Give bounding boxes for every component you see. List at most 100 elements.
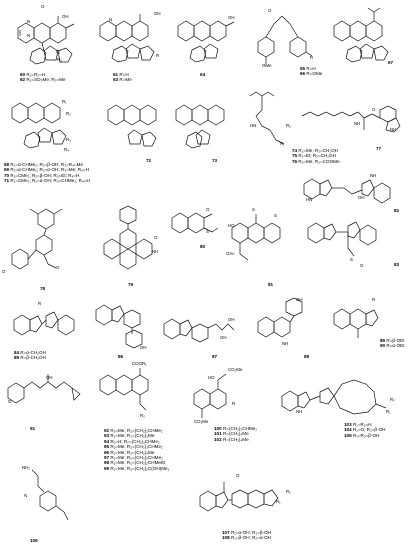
atom-R: R xyxy=(310,55,314,60)
atom-R2: R₂ xyxy=(66,111,71,116)
atom-R1: R₁ xyxy=(386,409,391,414)
structure-74-76 xyxy=(244,90,294,152)
caption-100-102: 100 R=(CH₂)₂CHMe₂ 101 R=(CH₂)₃Me 102 R=(… xyxy=(214,426,258,442)
caption-60-62: 60 R₁=R₂=H 62 R₁=SO₃Me; R₂=Me xyxy=(20,72,66,83)
atom-R3: R₃ xyxy=(66,137,71,142)
atom-NH: NH xyxy=(390,127,397,132)
caption-74-76: 74 R₁=Me; R₂=CH₂OH 75 R₁=Et; R₂=CH₂OH 76… xyxy=(292,148,340,164)
atom-COOR1: COOR₁ xyxy=(132,361,147,366)
atom-HN: HN xyxy=(306,197,313,202)
atom-O: O xyxy=(372,107,376,112)
structure-78 xyxy=(6,204,86,292)
structure-68-71 xyxy=(8,88,94,168)
atom-NH2: NH₂ xyxy=(22,465,31,470)
atom-CO2Me: CO₂Me xyxy=(194,419,209,424)
caption-77: 77 xyxy=(376,146,382,151)
caption-72: 72 xyxy=(146,158,152,163)
structure-79 xyxy=(94,204,164,288)
structure-72 xyxy=(104,90,168,164)
atom-R2: R₂ xyxy=(390,397,395,402)
atom-OH: OH xyxy=(46,375,53,380)
structure-83 xyxy=(304,216,404,272)
atom-OH: OH xyxy=(220,335,227,340)
structure-91 xyxy=(4,372,88,428)
structure-88 xyxy=(254,296,318,360)
structure-67 xyxy=(330,6,404,78)
atom-R: R xyxy=(232,401,236,406)
caption-87: 87 xyxy=(212,354,218,359)
atom-R: R xyxy=(372,297,376,302)
atom-N: N xyxy=(27,19,31,24)
atom-S: S xyxy=(350,257,353,262)
caption-107-108: 107 R₁=α-OH; R₂=β-OH 108 R₁=β-OH; R₂=α-O… xyxy=(222,530,271,541)
atom-NH: NH xyxy=(282,341,289,346)
caption-65-66: 65 R=H 66 R=OMe xyxy=(300,66,323,77)
structure-84-85 xyxy=(10,306,80,350)
atom-O: O xyxy=(206,207,210,212)
caption-81: 81 xyxy=(268,282,274,287)
structure-61-63 xyxy=(96,6,168,78)
caption-80: 80 xyxy=(200,244,206,249)
atom-S: S xyxy=(206,229,209,234)
atom-O: O xyxy=(360,263,364,268)
structure-89-90 xyxy=(330,298,404,354)
atom-OH: OH xyxy=(154,11,161,16)
atom-NH: NH xyxy=(152,249,159,254)
structure-106 xyxy=(20,466,76,542)
atom-O: O xyxy=(56,265,60,270)
atom-R1: R₁ xyxy=(56,49,61,54)
structure-92-99 xyxy=(96,366,152,428)
caption-79: 79 xyxy=(128,282,134,287)
atom-O: O xyxy=(8,399,12,404)
atom-O: O xyxy=(154,235,158,240)
caption-106: 106 xyxy=(30,538,38,543)
atom-R: R xyxy=(38,301,42,306)
atom-HO: HO xyxy=(228,223,235,228)
atom-R1: R₁ xyxy=(62,99,67,104)
structure-64 xyxy=(174,6,244,74)
caption-88: 88 xyxy=(304,354,310,359)
caption-78: 78 xyxy=(40,286,46,291)
atom-N: N xyxy=(24,493,28,498)
structure-87 xyxy=(160,300,244,360)
atom-R: R xyxy=(156,53,160,58)
atom-R2: R₂ xyxy=(140,413,145,418)
atom-R4: R₄ xyxy=(64,147,69,152)
atom-OH: OH xyxy=(140,345,147,350)
atom-R2: R₂ xyxy=(286,489,291,494)
structure-60-62 xyxy=(14,6,90,80)
caption-73: 73 xyxy=(212,158,218,163)
structure-86 xyxy=(92,296,156,356)
atom-NH: NH xyxy=(370,173,377,178)
caption-92-99: 92 R₁=Me; R₂=(CH₂)₂CHMe₂ 93 R₁=Me; R₂=(C… xyxy=(104,428,170,471)
atom-NH: NH xyxy=(354,121,361,126)
atom-OAc: OAc xyxy=(226,251,235,256)
structure-80 xyxy=(168,204,222,248)
atom-R2: R₂ xyxy=(57,57,62,62)
caption-68-71: 68 R₁=α-CHMe₂; R₂=β-OH; R₃=R₄=Me 69 R₁=α… xyxy=(4,162,90,184)
atom-R1: R₁ xyxy=(276,499,281,504)
atom-O: O xyxy=(268,8,272,13)
atom-CO2Me: CO₂Me xyxy=(228,367,243,372)
caption-86: 86 xyxy=(118,354,124,359)
atom-S: S xyxy=(274,213,277,218)
atom-OMe: OMe xyxy=(262,63,272,68)
caption-67: 67 xyxy=(388,60,394,65)
atom-HN: HN xyxy=(250,123,257,128)
atom-O: O xyxy=(2,269,6,274)
caption-91: 91 xyxy=(30,426,36,431)
caption-84-85: 84 R=α-CH₂OH 85 R=β-CH₂OH xyxy=(14,350,46,361)
structure-82 xyxy=(300,174,404,214)
atom-N: N xyxy=(109,17,113,22)
structure-100-102 xyxy=(190,368,260,434)
structure-77 xyxy=(300,96,404,152)
caption-61-63: 61 R=H 63 R=Me xyxy=(113,72,132,83)
structure-103-105 xyxy=(276,366,404,436)
structure-81 xyxy=(226,206,298,288)
atom-O: O xyxy=(41,4,45,9)
atom-R2: R₂ xyxy=(286,123,291,128)
atom-N: N xyxy=(27,33,31,38)
atom-S: S xyxy=(252,207,255,212)
structure-107-108 xyxy=(196,476,300,532)
